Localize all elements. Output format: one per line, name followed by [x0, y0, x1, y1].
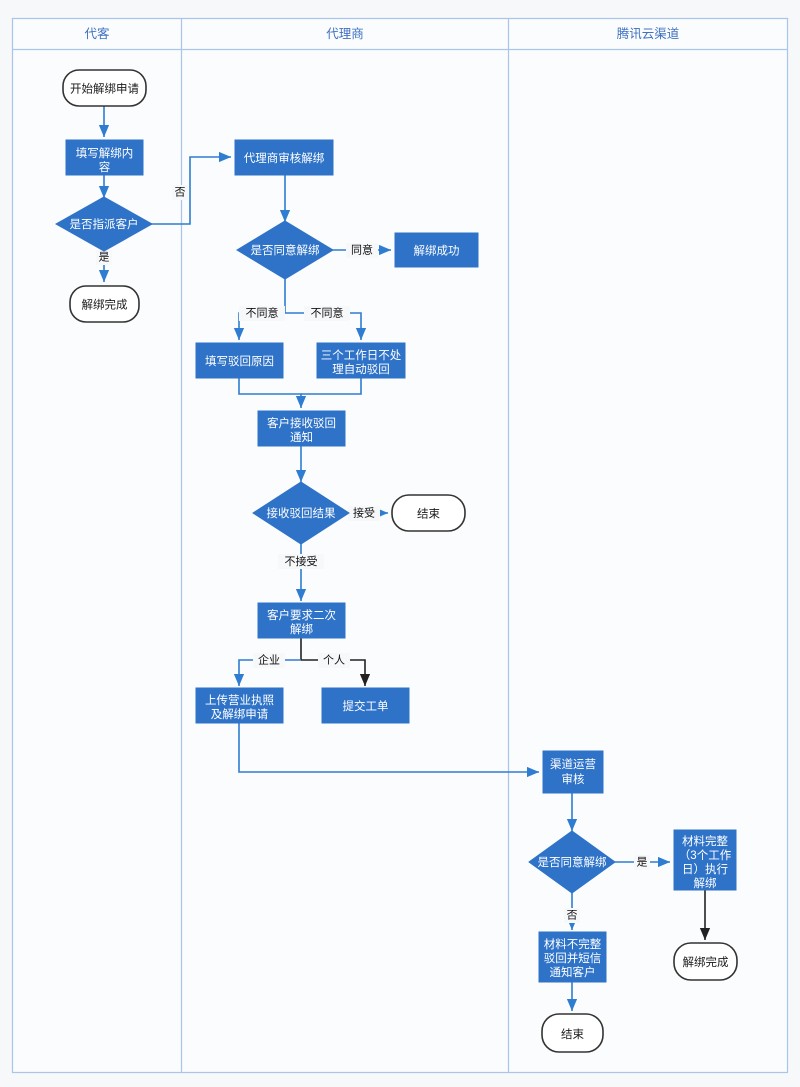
- node-channel-operation-review-line2: 审核: [562, 772, 585, 786]
- node-fill-unbind-content-line2: 容: [99, 160, 111, 174]
- node-end-agent-label: 结束: [417, 508, 440, 521]
- node-customer-receive-reject-notice-line2: 通知: [290, 430, 313, 444]
- node-decision-assign-customer-label: 是否指派客户: [70, 217, 139, 231]
- edge-labels: 否 是 同意 不同意 不同意 接受 不接受 企业 个人 是 否: [96, 185, 650, 923]
- node-material-incomplete-reject-sms[interactable]: 材料不完整 驳回并短信 通知客户: [538, 931, 607, 983]
- node-submit-ticket-label: 提交工单: [343, 699, 389, 713]
- edge-label-enterprise: 企业: [258, 652, 280, 666]
- node-fill-reject-reason[interactable]: 填写驳回原因: [195, 342, 284, 379]
- lane-title-agent: 代理商: [326, 26, 364, 41]
- node-decision-agent-agree-label: 是否同意解绑: [251, 243, 320, 257]
- node-agent-review-unbind-label: 代理商审核解绑: [244, 151, 325, 165]
- edge-label-accept: 接受: [353, 506, 375, 519]
- lane-title-customer: 代客: [84, 26, 110, 41]
- lane-title-tencent: 腾讯云渠道: [617, 26, 680, 41]
- node-unbind-complete-customer[interactable]: 解绑完成: [69, 285, 140, 323]
- edge-label-channel-yes: 是: [637, 855, 648, 868]
- node-decision-receive-reject-result-label: 接收驳回结果: [267, 506, 336, 520]
- node-customer-request-second-unbind-line1: 客户要求二次: [267, 608, 336, 622]
- node-material-complete-execute-unbind[interactable]: 材料完整 （3个工作 日）执行 解绑: [673, 829, 737, 891]
- node-upload-license-line2: 及解绑申请: [211, 707, 269, 721]
- node-upload-license-and-application[interactable]: 上传营业执照 及解绑申请: [195, 687, 284, 724]
- node-channel-operation-review-line1: 渠道运营: [550, 757, 596, 771]
- edge-label-disagree-right: 不同意: [311, 305, 344, 319]
- node-channel-operation-review[interactable]: 渠道运营 审核: [542, 750, 604, 794]
- node-end-agent[interactable]: 结束: [391, 494, 466, 532]
- node-unbind-success[interactable]: 解绑成功: [394, 232, 479, 268]
- node-customer-receive-reject-notice-line1: 客户接收驳回: [267, 416, 336, 430]
- node-end-tencent[interactable]: 结束: [541, 1013, 604, 1053]
- edge-auto-to-notice: [301, 377, 362, 395]
- node-material-complete-line4: 解绑: [694, 876, 717, 890]
- edge-label-not-accept: 不接受: [285, 555, 318, 568]
- node-decision-channel-agree-label: 是否同意解绑: [538, 855, 607, 869]
- node-auto-reject-3days-line2: 理自动驳回: [332, 363, 390, 376]
- swimlane-frame: [11, 17, 789, 1074]
- node-decision-receive-reject-result[interactable]: 接收驳回结果: [252, 481, 350, 545]
- edge-label-personal: 个人: [323, 653, 345, 666]
- node-unbind-complete-tencent-label: 解绑完成: [683, 955, 729, 969]
- node-auto-reject-3days-line1: 三个工作日不处: [321, 349, 402, 362]
- node-submit-ticket[interactable]: 提交工单: [321, 687, 410, 724]
- node-upload-license-line1: 上传营业执照: [205, 693, 274, 707]
- node-customer-request-second-unbind[interactable]: 客户要求二次 解绑: [257, 602, 346, 639]
- node-decision-channel-agree[interactable]: 是否同意解绑: [528, 830, 616, 894]
- edge-label-disagree-left: 不同意: [246, 305, 279, 319]
- node-material-incomplete-line3: 通知客户: [550, 965, 596, 979]
- node-customer-request-second-unbind-line2: 解绑: [290, 622, 313, 636]
- node-end-tencent-label: 结束: [561, 1028, 584, 1041]
- node-material-complete-line2: （3个工作: [679, 849, 732, 862]
- node-material-incomplete-line1: 材料不完整: [544, 937, 602, 951]
- edge-upload-to-channel-review: [238, 722, 540, 778]
- node-unbind-complete-tencent[interactable]: 解绑完成: [673, 942, 738, 981]
- node-fill-unbind-content[interactable]: 填写解绑内 容: [65, 139, 144, 176]
- edge-assign-no-to-agent-review: [141, 151, 232, 225]
- node-fill-reject-reason-label: 填写驳回原因: [205, 354, 274, 368]
- node-decision-agent-agree[interactable]: 是否同意解绑: [236, 220, 334, 280]
- node-start-unbind-request-label: 开始解绑申请: [70, 82, 139, 96]
- node-auto-reject-3days[interactable]: 三个工作日不处 理自动驳回: [316, 342, 406, 379]
- node-start-unbind-request[interactable]: 开始解绑申请: [62, 69, 147, 107]
- node-material-incomplete-line2: 驳回并短信: [544, 951, 602, 965]
- node-unbind-complete-customer-label: 解绑完成: [82, 298, 128, 312]
- node-customer-receive-reject-notice[interactable]: 客户接收驳回 通知: [257, 410, 346, 447]
- node-material-complete-line1: 材料完整: [682, 834, 728, 848]
- edge-label-channel-no: 否: [567, 909, 578, 921]
- node-fill-unbind-content-line1: 填写解绑内: [76, 146, 134, 160]
- edge-reason-to-notice: [238, 377, 307, 409]
- node-decision-assign-customer[interactable]: 是否指派客户: [54, 196, 154, 252]
- edges-tencent-lane: [566, 793, 711, 1012]
- node-material-complete-line3: 日）执行: [682, 862, 728, 876]
- edge-label-yes-assign: 是: [99, 250, 110, 263]
- node-unbind-success-label: 解绑成功: [414, 244, 460, 258]
- node-agent-review-unbind[interactable]: 代理商审核解绑: [234, 139, 334, 176]
- edge-label-no-assign: 否: [175, 186, 186, 198]
- edge-label-agree: 同意: [351, 242, 373, 256]
